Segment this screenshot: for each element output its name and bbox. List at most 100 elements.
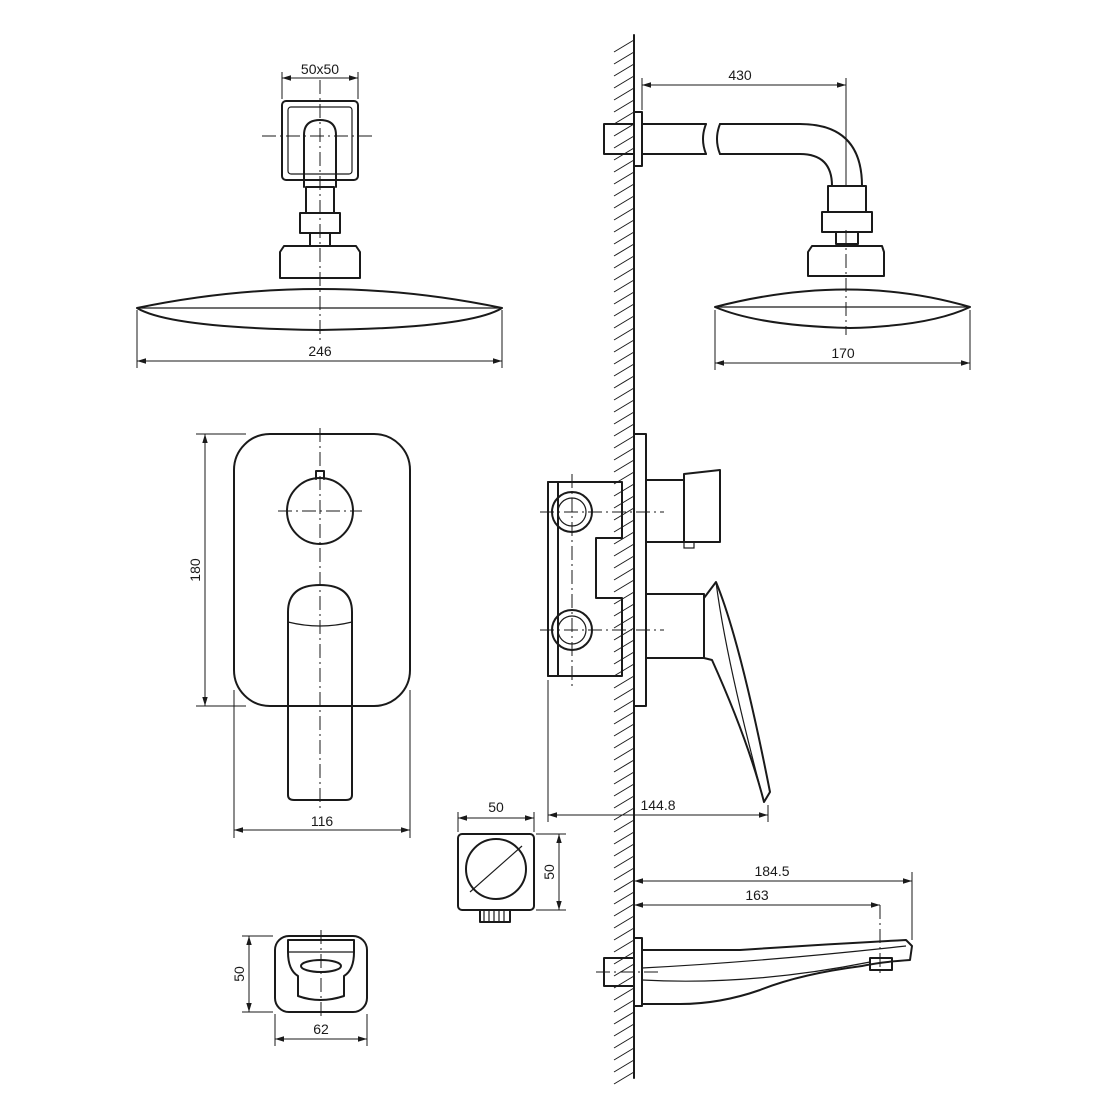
dim-spout-height-label: 50: [231, 966, 247, 982]
side-arm-ball: [835, 231, 859, 245]
diverter-knob-tab: [683, 541, 695, 549]
hatch-line: [613, 375, 635, 389]
hatch-line: [613, 435, 635, 449]
head-disc: [136, 288, 503, 331]
dim-mixer-projection-label: 144.8: [640, 797, 675, 813]
side-head-disc: [714, 288, 971, 329]
hatch-line: [613, 495, 635, 509]
spout-front-view: 50 62: [231, 930, 368, 1046]
hatch-line: [613, 363, 635, 377]
side-arm-joint: [821, 211, 873, 233]
hatch-line: [613, 831, 635, 845]
hatch-line: [613, 39, 635, 53]
hatch-line: [613, 543, 635, 557]
wall-hatching: [613, 39, 635, 1085]
dim-spout-width-label: 62: [313, 1021, 329, 1037]
hatch-line: [613, 219, 635, 233]
side-arm-nut: [827, 185, 867, 213]
spout-side-edge: [641, 945, 907, 969]
dim-plate-height-label: 180: [187, 558, 203, 582]
wall-outlet-view: 50 50: [457, 799, 566, 923]
dim-head-diameter-label: 246: [308, 343, 332, 359]
hatch-line: [613, 183, 635, 197]
lever-side: [703, 581, 771, 803]
hatch-line: [613, 411, 635, 425]
mixer-front-view: 180 116: [187, 428, 411, 838]
side-arm-flange: [633, 111, 643, 167]
hatch-line: [613, 75, 635, 89]
hatch-line: [613, 855, 635, 869]
hatch-line: [613, 699, 635, 713]
dim-spout-length-label: 163: [745, 887, 769, 903]
shower-head-front-view: 50x50 246: [136, 61, 503, 368]
hatch-line: [613, 675, 635, 689]
hatch-line: [613, 195, 635, 209]
hatch-line: [613, 1011, 635, 1025]
hatch-line: [613, 963, 635, 977]
hatch-line: [613, 843, 635, 857]
diverter-knob-side: [683, 469, 721, 543]
break-mark-left: [702, 123, 707, 155]
break-mark-right: [716, 123, 721, 155]
hatch-line: [613, 1059, 635, 1073]
hatch-line: [613, 591, 635, 605]
valve-body-back: [547, 481, 559, 677]
hatch-line: [613, 663, 635, 677]
hatch-line: [613, 123, 635, 137]
side-head-hub: [807, 245, 885, 277]
hatch-line: [613, 723, 635, 737]
hatch-line: [613, 1035, 635, 1049]
hatch-line: [613, 735, 635, 749]
hatch-line: [613, 231, 635, 245]
hatch-line: [613, 903, 635, 917]
mixer-side-view: 144.8: [540, 433, 771, 822]
dim-outlet-width-label: 50: [488, 799, 504, 815]
hatch-line: [613, 987, 635, 1001]
wall-section: [613, 34, 635, 1085]
hatch-line: [613, 1023, 635, 1037]
hatch-line: [613, 1047, 635, 1061]
hatch-line: [613, 267, 635, 281]
dim-outlet-height-label: 50: [541, 864, 557, 880]
hatch-line: [613, 111, 635, 125]
hatch-line: [613, 507, 635, 521]
hatch-line: [613, 171, 635, 185]
mixer-cover-plate: [233, 433, 411, 707]
hatch-line: [613, 867, 635, 881]
hatch-line: [613, 255, 635, 269]
hatch-line: [613, 279, 635, 293]
hatch-line: [613, 339, 635, 353]
spout-aerator-side: [869, 957, 893, 971]
hatch-line: [613, 747, 635, 761]
arm-bend-inner: [719, 153, 833, 187]
hatch-line: [613, 99, 635, 113]
hatch-line: [613, 555, 635, 569]
dim-flange-label: 50x50: [301, 61, 339, 77]
outlet-circle: [465, 838, 527, 900]
hatch-line: [613, 999, 635, 1013]
arm-pipe: [303, 119, 337, 188]
hatch-line: [613, 915, 635, 929]
hatch-line: [613, 651, 635, 665]
hatch-line: [613, 567, 635, 581]
hatch-line: [613, 399, 635, 413]
hatch-line: [613, 387, 635, 401]
dim-arm-length-label: 430: [728, 67, 752, 83]
lever-side-edge: [715, 581, 765, 803]
mixer-lever: [287, 584, 353, 801]
hatch-line: [613, 879, 635, 893]
head-hub: [279, 245, 361, 279]
valve-body: [547, 481, 623, 677]
hatch-line: [613, 63, 635, 77]
hatch-line: [613, 687, 635, 701]
outlet-thread: [479, 909, 511, 923]
hatch-line: [613, 303, 635, 317]
hatch-line: [613, 51, 635, 65]
hatch-line: [613, 615, 635, 629]
hatch-line: [613, 771, 635, 785]
hatch-line: [613, 927, 635, 941]
hatch-line: [613, 447, 635, 461]
hatch-line: [613, 603, 635, 617]
hatch-line: [613, 423, 635, 437]
